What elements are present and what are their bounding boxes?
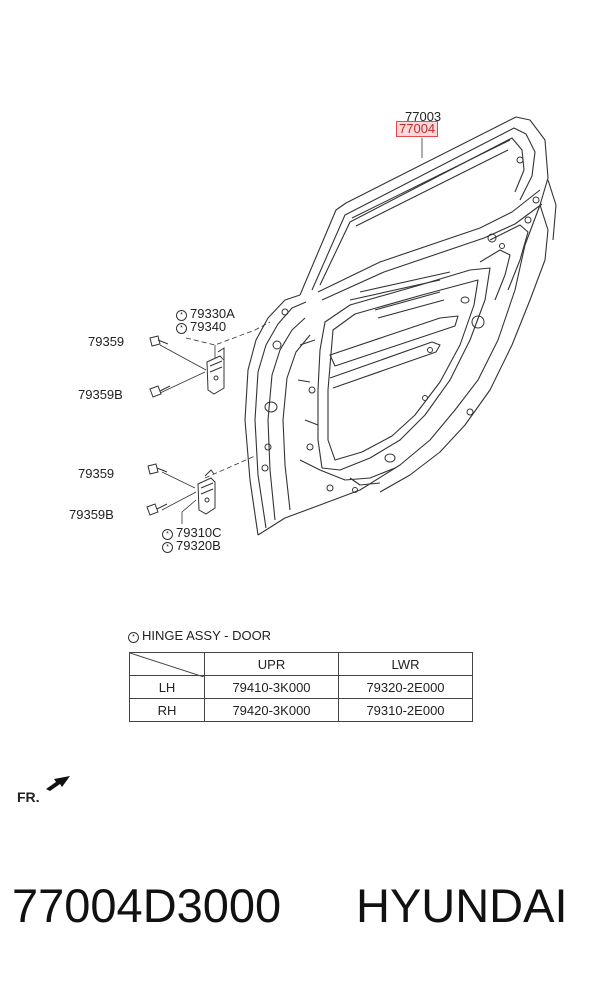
label-hinge-upper-b: *79340 (176, 320, 226, 334)
row-side: RH (129, 698, 205, 722)
note-mark-icon: * (176, 323, 187, 334)
label-hinge-lower-b: *79320B (162, 539, 221, 553)
bolt-upper-2 (149, 385, 171, 398)
footer-part-number: 77004D3000 (12, 879, 282, 932)
row-upr-part[interactable]: 79410-3K000 (204, 675, 339, 699)
window-frame-inner (311, 127, 536, 291)
label-bolt-upper-1: 79359 (88, 334, 125, 349)
label-text: 79320B (176, 538, 221, 553)
label-bolt-lower-2: 79359B (69, 507, 114, 522)
door-panel-drawing (146, 116, 557, 536)
note-mark-icon: * (176, 310, 187, 321)
label-text: 79330A (190, 306, 235, 321)
bolt-lower-2 (146, 503, 168, 516)
hinge-table-title-text: HINGE ASSY - DOOR (142, 628, 272, 643)
row-side: LH (129, 675, 205, 699)
inner-panel-opening (317, 267, 491, 471)
lower-hinge (197, 469, 216, 515)
row-lwr-part[interactable]: 79320-2E000 (338, 675, 473, 699)
note-mark-icon: * (162, 542, 173, 553)
label-bolt-lower-1: 79359 (78, 466, 115, 481)
leader-upper-bolt-1 (159, 344, 207, 371)
impact-beam (329, 315, 459, 367)
table-corner-cell (129, 652, 205, 677)
label-hinge-lower-a: *79310C (162, 526, 222, 540)
label-bolt-upper-2: 79359B (78, 387, 123, 402)
front-arrow-icon (46, 776, 70, 791)
column-header-upr: UPR (204, 652, 339, 676)
label-hinge-upper-a: *79330A (176, 307, 235, 321)
upper-hinge (206, 347, 225, 395)
table-row: LH 79410-3K000 79320-2E000 (129, 675, 473, 699)
row-upr-part[interactable]: 79420-3K000 (204, 698, 339, 722)
table-header-row: UPR LWR (129, 652, 473, 677)
label-door-upper: 77003 (405, 109, 442, 124)
label-door-lower-highlighted[interactable]: 77004 (396, 121, 439, 137)
label-text: 79310C (176, 525, 222, 540)
row-lwr-part[interactable]: 79310-2E000 (338, 698, 473, 722)
door-panel-diagram: 77003 77004 *79330A *79340 79359 79359B … (69, 109, 557, 553)
table-row: RH 79420-3K000 79310-2E000 (129, 698, 473, 722)
footer-brand: HYUNDAI (356, 879, 568, 932)
column-header-lwr: LWR (338, 652, 473, 676)
diagonal-divider (130, 653, 204, 677)
hinge-table-title: *HINGE ASSY - DOOR (128, 628, 271, 643)
note-mark-icon: * (162, 529, 173, 540)
bolts (146, 335, 171, 516)
hinge-table: UPR LWR LH 79410-3K000 79320-2E000 RH 79… (129, 652, 473, 722)
footer: 77004D3000 HYUNDAI (0, 878, 600, 948)
note-mark-icon: * (128, 632, 139, 643)
window-frame-outer (257, 116, 549, 536)
bolt-lower-1 (147, 463, 168, 475)
label-text: 79340 (190, 319, 227, 334)
door-outer-edge (244, 294, 301, 536)
front-indicator-label: FR. (17, 789, 40, 805)
bolt-upper-1 (149, 335, 169, 347)
